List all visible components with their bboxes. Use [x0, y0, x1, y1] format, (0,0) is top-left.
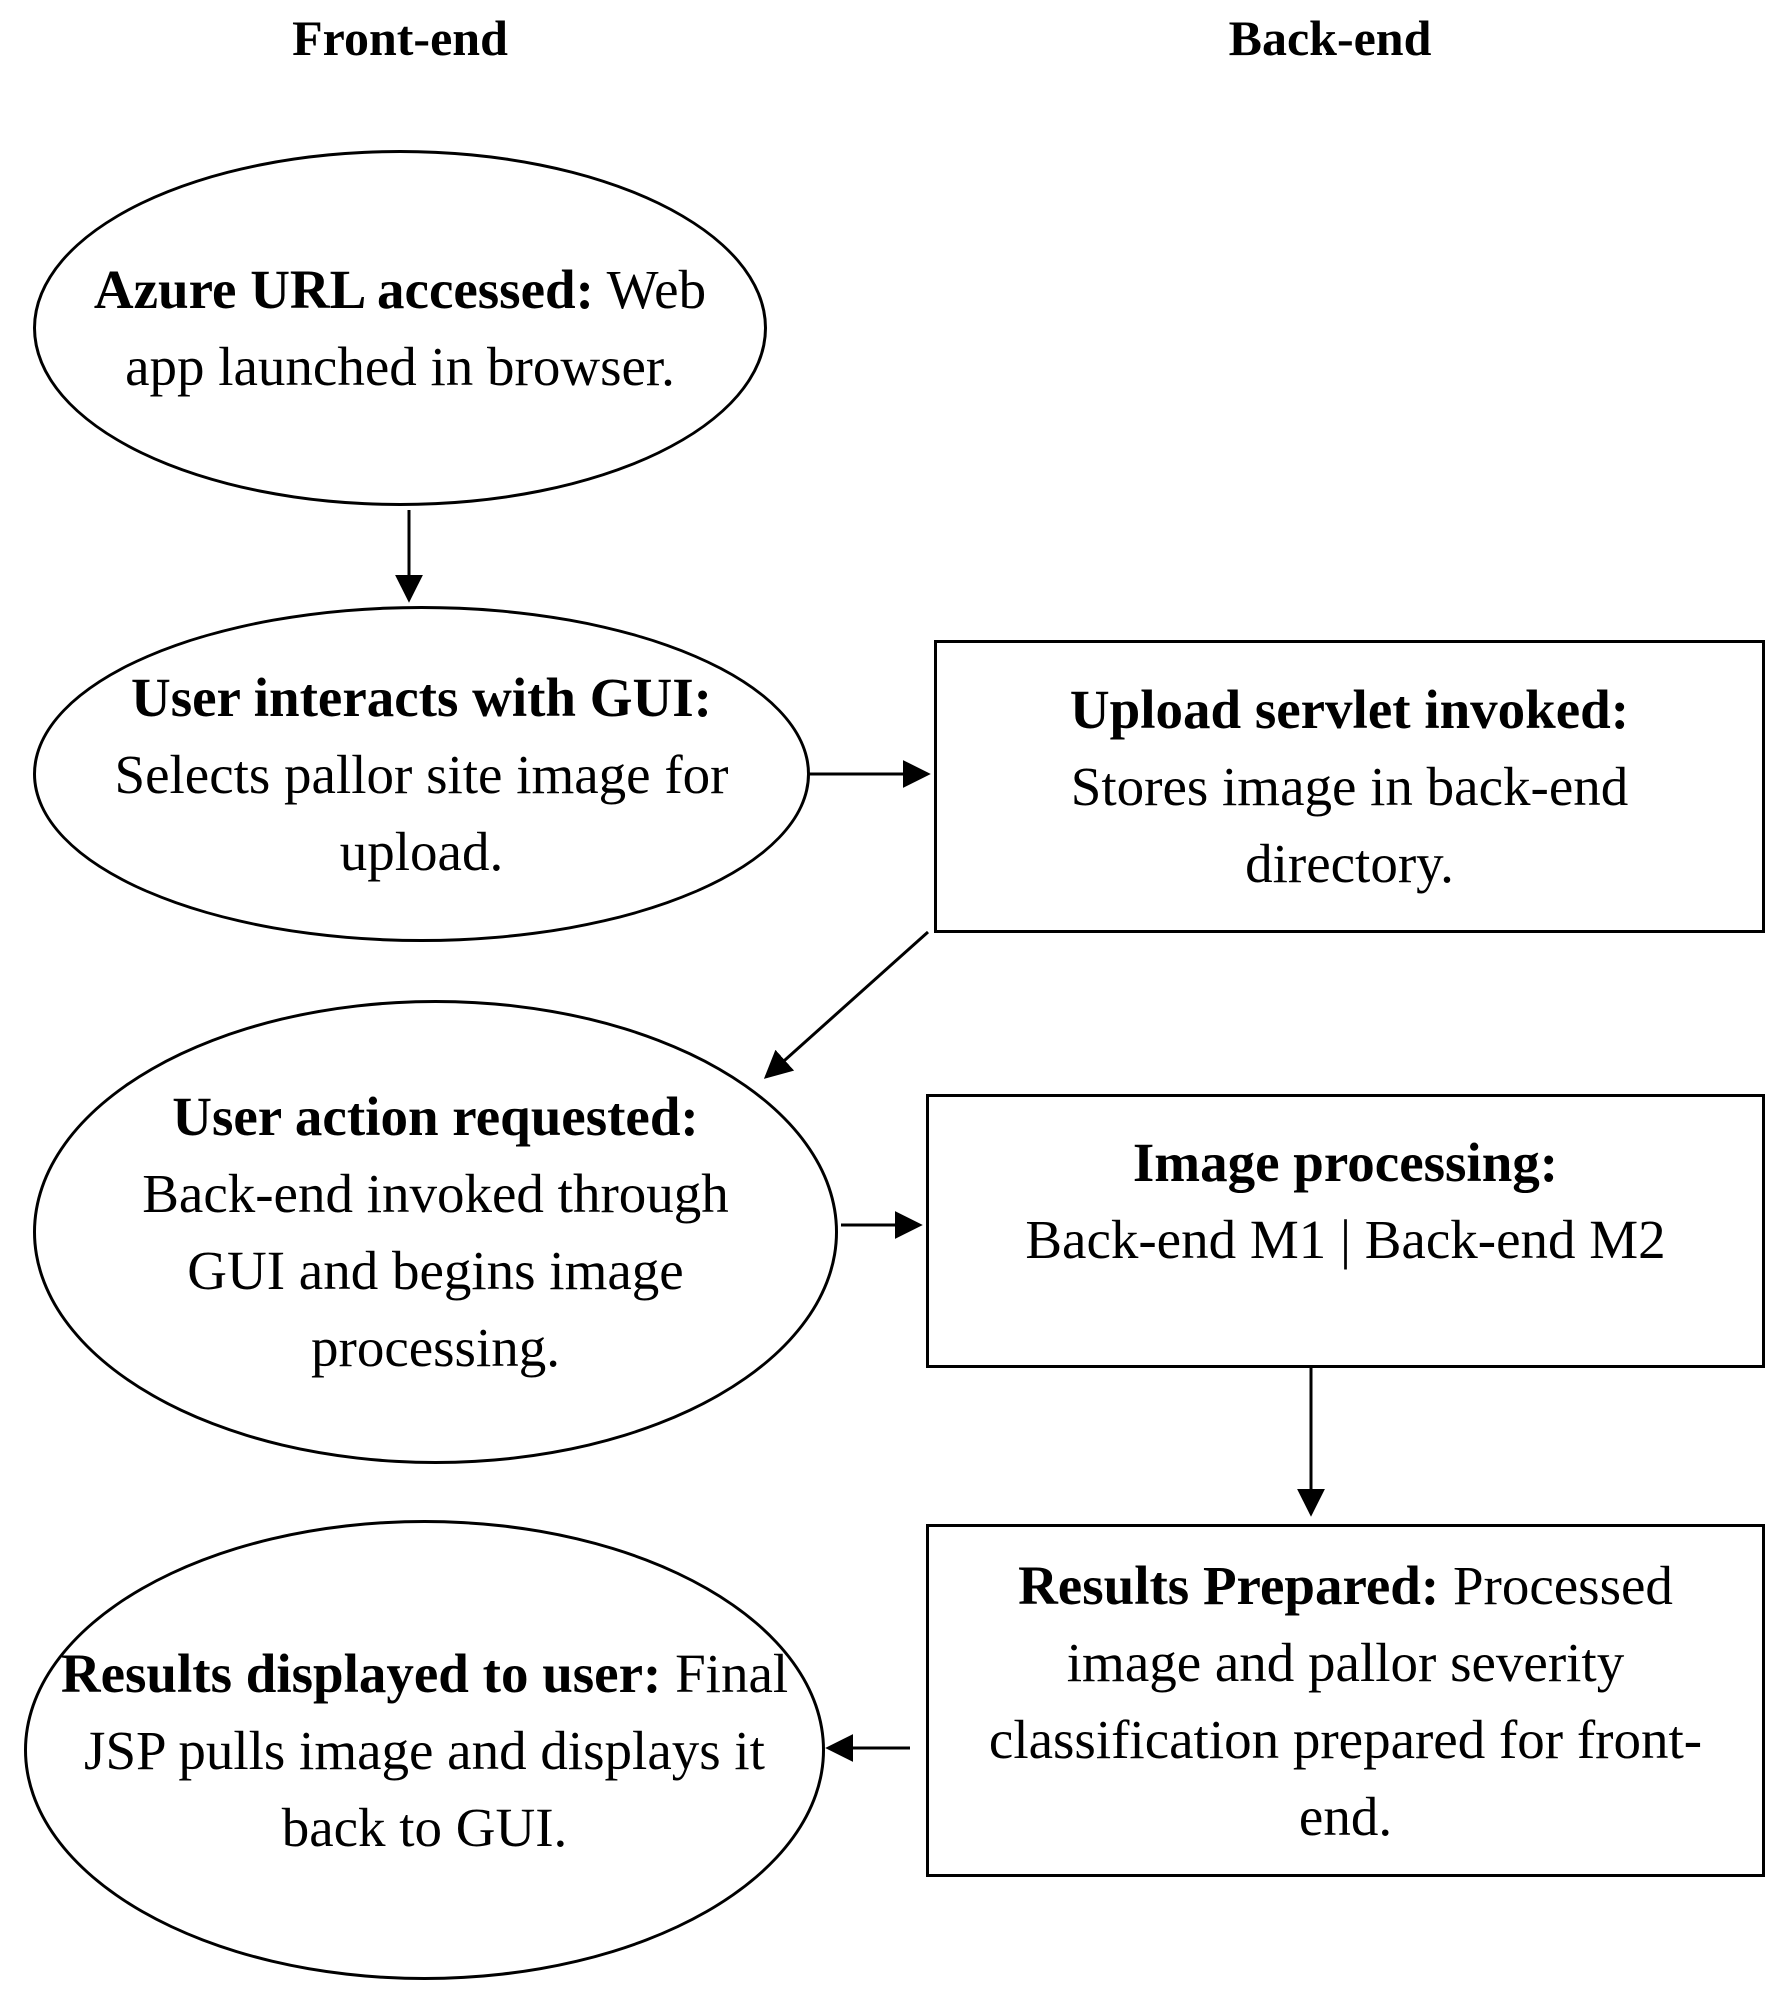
node-user-action-requested: User action requested: Back-end invoked …	[33, 1000, 838, 1464]
node-body: Web app launched in browser.	[125, 259, 707, 397]
node-title: Azure URL accessed:	[93, 259, 594, 320]
node-user-interacts-with-gui: User interacts with GUI: Selects pallor …	[33, 606, 810, 942]
node-azure-url-accessed: Azure URL accessed: Web app launched in …	[33, 150, 767, 506]
node-body: Stores image in back-end directory.	[1070, 756, 1629, 894]
node-body: Selects pallor site image for upload.	[114, 743, 729, 882]
node-title: Image processing:	[1132, 1132, 1559, 1193]
column-header-front-end: Front-end	[292, 10, 508, 66]
arrow-n3-to-n4	[763, 930, 930, 1079]
node-results-prepared: Results Prepared: Processed image and pa…	[926, 1524, 1765, 1877]
node-results-displayed-to-user: Results displayed to user: Final JSP pul…	[24, 1520, 825, 1980]
node-body: Processed image and pallor severity clas…	[988, 1554, 1703, 1847]
node-body: Back-end M1 | Back-end M2	[1025, 1209, 1666, 1270]
node-title: User action requested:	[172, 1086, 699, 1147]
node-body: Final JSP pulls image and displays it ba…	[84, 1642, 789, 1858]
node-title: User interacts with GUI:	[131, 666, 712, 728]
node-title: Upload servlet invoked:	[1069, 679, 1630, 740]
node-upload-servlet-invoked: Upload servlet invoked: Stores image in …	[934, 640, 1765, 933]
node-image-processing: Image processing: Back-end M1 | Back-end …	[926, 1094, 1765, 1368]
node-body: Back-end invoked through GUI and begins …	[142, 1163, 729, 1378]
column-header-back-end: Back-end	[1228, 10, 1432, 66]
node-title: Results Prepared:	[1018, 1554, 1440, 1616]
node-title: Results displayed to user:	[60, 1642, 662, 1704]
